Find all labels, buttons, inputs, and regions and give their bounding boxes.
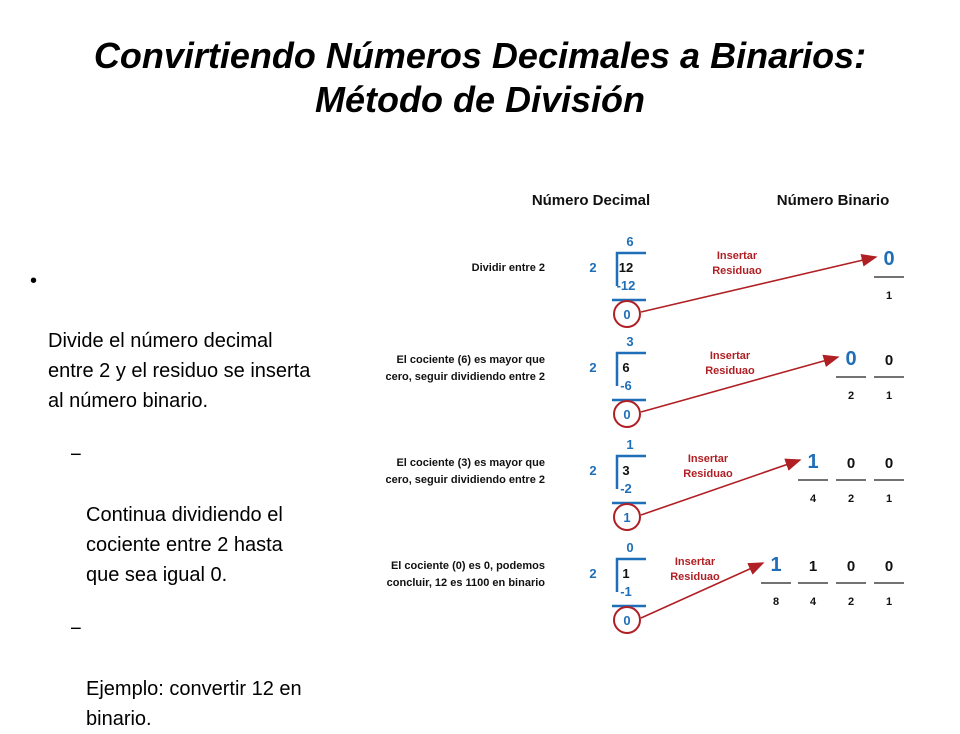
arrow-label-residuao: Residuao [683,468,733,480]
remainder-circle [613,503,641,531]
arrow-label-insertar: Insertar [688,453,729,465]
remainder-circle [613,300,641,328]
place-weight: 1 [886,290,892,302]
header-binary: Número Binario [777,192,890,209]
step-text-line-2: concluir, 12 es 1100 en binario [387,577,546,589]
bullet-sub-1-text: Continua dividiendo el cociente entre 2 … [86,504,283,586]
divisor: 2 [589,463,596,478]
insert-arrow [640,562,765,619]
binary-digit: 1 [809,558,817,575]
remainder: 0 [623,307,630,322]
new-binary-digit: 0 [883,248,894,270]
division-bracket [615,351,646,386]
bullet-list: • Divide el número decimal entre 2 y el … [30,266,364,734]
subtraction-value: -6 [620,378,632,393]
arrow-label-residuao: Residuao [705,365,755,377]
bullet-main-text: Divide el número decimal entre 2 y el re… [48,330,311,412]
subtraction-value: -1 [620,584,632,599]
bullet-sub-2: − Ejemplo: convertir 12 en binario. [30,614,364,734]
remainder-circle [613,400,641,428]
arrow-label-insertar: Insertar [710,350,751,362]
divisor: 2 [589,260,596,275]
bullet-marker: • [30,270,38,292]
binary-digit: 0 [885,455,893,472]
step-text-line-2: cero, seguir dividiendo entre 2 [385,474,545,486]
new-binary-digit: 0 [845,348,856,370]
bullet-sub-2-text: Ejemplo: convertir 12 en binario. [86,678,302,730]
step-text-line-1: El cociente (3) es mayor que [396,457,545,469]
arrow-label-residuao: Residuao [712,265,762,277]
dividend: 3 [622,463,629,478]
dividend: 6 [622,360,629,375]
place-weight: 2 [848,596,854,608]
subtraction-value: -2 [620,481,632,496]
place-weight: 4 [810,493,817,505]
dash-marker: − [70,444,82,466]
binary-digit: 0 [847,558,855,575]
dividend: 12 [619,260,633,275]
place-weight: 8 [773,596,779,608]
binary-digit: 0 [885,352,893,369]
dividend: 1 [622,566,629,581]
bullet-sub-1: − Continua dividiendo el cociente entre … [30,440,364,590]
step-text-line-1: El cociente (0) es 0, podemos [391,560,545,572]
division-bracket [615,454,646,489]
step-text-line-1: Dividir entre 2 [472,262,545,274]
quotient: 0 [626,540,633,555]
place-weight: 1 [886,390,892,402]
place-weight: 4 [810,596,817,608]
place-weight: 1 [886,493,892,505]
division-bracket [615,251,646,286]
remainder: 1 [623,510,630,525]
division-bracket [615,557,646,592]
place-weight: 2 [848,390,854,402]
insert-arrow [640,254,878,313]
insert-arrow [640,354,840,413]
new-binary-digit: 1 [807,451,818,473]
remainder-circle [613,606,641,634]
dash-marker: − [70,618,82,640]
binary-digit: 0 [847,455,855,472]
bullet-main: • Divide el número decimal entre 2 y el … [30,266,364,416]
step-text-line-1: El cociente (6) es mayor que [396,354,545,366]
arrow-label-residuao: Residuao [670,571,720,583]
remainder: 0 [623,613,630,628]
binary-digit: 0 [885,558,893,575]
slide-title: Convirtiendo Números Decimales a Binario… [0,34,960,122]
title-line-2: Método de División [314,79,645,120]
insert-arrow [640,458,802,516]
place-weight: 2 [848,493,854,505]
subtraction-value: -12 [617,278,636,293]
step-text-line-2: cero, seguir dividiendo entre 2 [385,371,545,383]
arrow-label-insertar: Insertar [675,556,716,568]
arrow-label-insertar: Insertar [717,250,758,262]
quotient: 3 [626,334,633,349]
quotient: 1 [626,437,633,452]
new-binary-digit: 1 [770,554,781,576]
header-decimal: Número Decimal [532,192,650,209]
divisor: 2 [589,566,596,581]
remainder: 0 [623,407,630,422]
title-line-1: Convirtiendo Números Decimales a Binario… [93,35,867,76]
quotient: 6 [626,234,633,249]
divisor: 2 [589,360,596,375]
place-weight: 1 [886,596,892,608]
